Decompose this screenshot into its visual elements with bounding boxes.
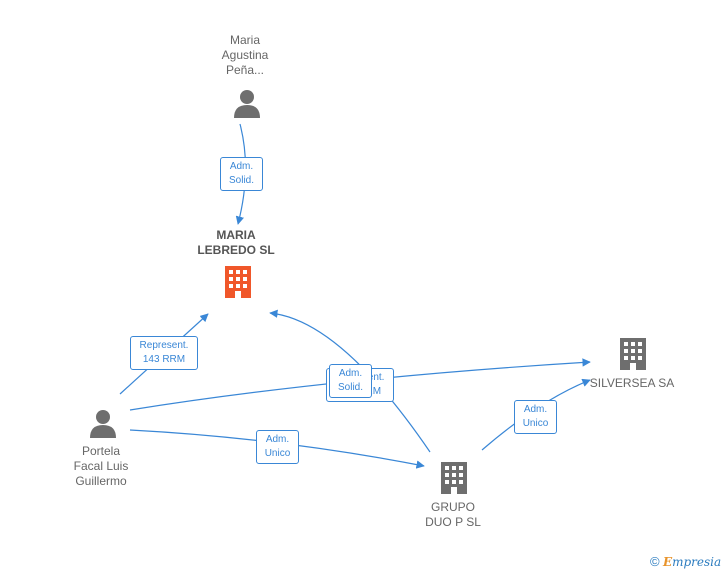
node-label-line: MARIA: [216, 228, 256, 242]
edge-label-line: Represent.: [139, 340, 189, 351]
building-icon[interactable]: [617, 336, 649, 370]
edge-label-adm-unico[interactable]: Adm. Unico: [256, 430, 299, 464]
edge-label-line: Adm.: [229, 161, 254, 172]
node-label-line: SILVERSEA SA: [589, 376, 675, 390]
edge-label-adm-unico[interactable]: Adm. Unico: [514, 400, 557, 434]
node-label-line: Portela: [81, 444, 121, 458]
edge-label-line: Unico: [264, 448, 291, 459]
edge-line-grupo-lebredo: [269, 309, 431, 453]
edge-label-adm-solid[interactable]: Adm. Solid.: [220, 157, 263, 191]
node-label-line: Peña...: [225, 63, 265, 77]
brand-footer: © Empresia: [650, 554, 721, 569]
node-label-maria-agustina[interactable]: Maria Agustina Peña...: [204, 33, 286, 78]
node-label-silversea[interactable]: SILVERSEA SA: [582, 376, 682, 391]
copyright-icon: ©: [650, 554, 660, 569]
node-label-line: Guillermo: [75, 474, 127, 488]
node-label-line: Facal Luis: [73, 459, 129, 473]
node-label-line: DUO P SL: [425, 515, 481, 529]
node-label-line: Maria: [229, 33, 260, 47]
edge-label-adm-solid[interactable]: Adm. Solid.: [329, 364, 372, 398]
edge-label-line: Solid.: [228, 175, 254, 186]
node-label-line: GRUPO: [430, 500, 475, 514]
node-label-grupo-duo[interactable]: GRUPO DUO P SL: [408, 500, 498, 530]
edge-label-line: 143 RRM: [142, 354, 186, 365]
edge-label-line: Adm.: [265, 434, 290, 445]
edge-label-line: Unico: [522, 418, 549, 429]
edge-label-line: Adm.: [338, 368, 363, 379]
person-icon[interactable]: [232, 88, 262, 118]
edge-label-represent[interactable]: Represent. 143 RRM: [130, 336, 198, 370]
node-label-line: Agustina: [221, 48, 269, 62]
building-icon[interactable]: [438, 460, 470, 494]
brand-logo: Empresia: [662, 555, 722, 569]
edge-label-line: Solid.: [337, 382, 363, 393]
node-label-maria-lebredo[interactable]: MARIA LEBREDO SL: [186, 228, 286, 258]
edge-label-line: Adm.: [523, 404, 548, 415]
node-label-portela[interactable]: Portela Facal Luis Guillermo: [56, 444, 146, 489]
building-icon-highlight[interactable]: [222, 264, 254, 298]
node-label-line: LEBREDO SL: [197, 243, 275, 257]
person-icon[interactable]: [88, 408, 118, 438]
